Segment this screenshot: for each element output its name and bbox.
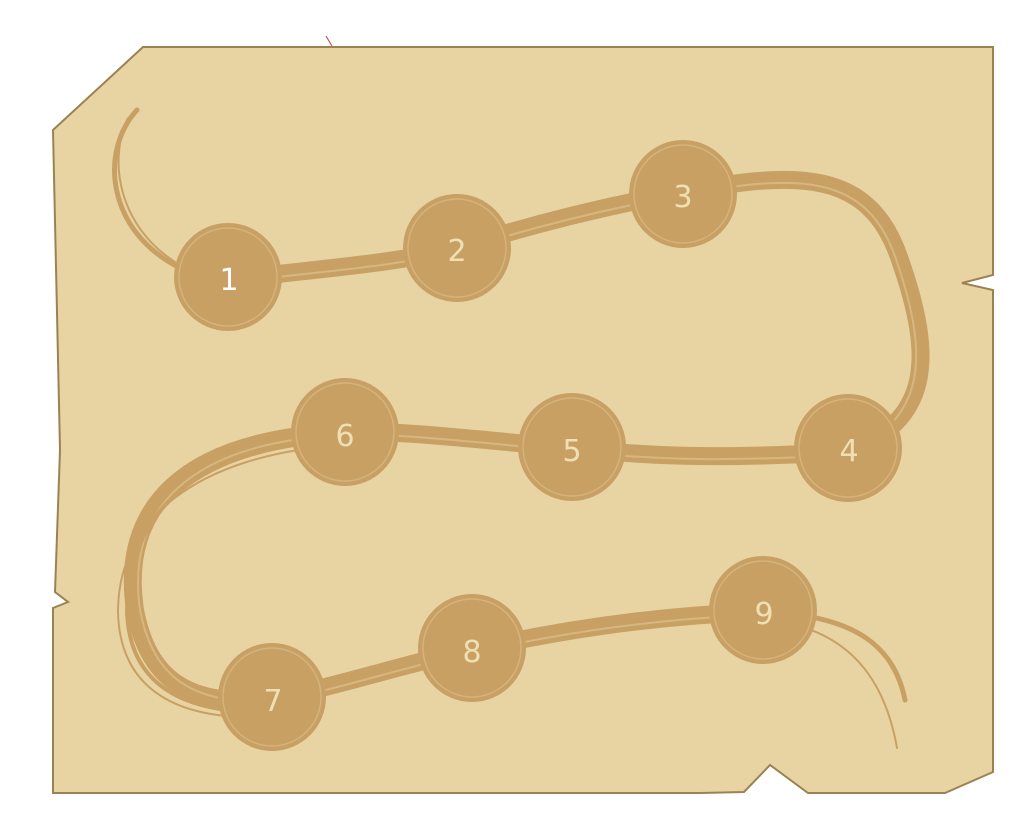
level-node-3-label: 3 [673, 180, 692, 215]
level-node-6-badge [291, 378, 399, 486]
level-node-7[interactable]: 7 [218, 643, 326, 751]
level-node-8-badge [418, 594, 526, 702]
level-node-9-label: 9 [754, 597, 773, 632]
level-node-1-badge [174, 223, 282, 331]
level-node-1[interactable]: 1 [174, 223, 282, 331]
level-node-5[interactable]: 5 [518, 393, 626, 501]
level-node-7-badge [218, 643, 326, 751]
level-node-5-badge [518, 393, 626, 501]
paper-tear-mark [325, 35, 333, 47]
level-node-6-label: 6 [335, 419, 354, 454]
level-node-8-label: 8 [462, 635, 481, 670]
level-node-4-label: 4 [839, 434, 858, 469]
level-node-2[interactable]: 2 [403, 194, 511, 302]
level-node-4[interactable]: 4 [794, 394, 902, 502]
level-node-1-label: 1 [219, 263, 238, 298]
level-node-2-label: 2 [447, 234, 466, 269]
level-node-7-label: 7 [263, 684, 282, 719]
level-node-9-badge [709, 556, 817, 664]
level-node-3-badge [629, 140, 737, 248]
level-node-5-label: 5 [562, 434, 581, 469]
level-node-9[interactable]: 9 [709, 556, 817, 664]
level-node-3[interactable]: 3 [629, 140, 737, 248]
level-node-2-badge [403, 194, 511, 302]
level-node-6[interactable]: 6 [291, 378, 399, 486]
level-node-4-badge [794, 394, 902, 502]
level-node-8[interactable]: 8 [418, 594, 526, 702]
